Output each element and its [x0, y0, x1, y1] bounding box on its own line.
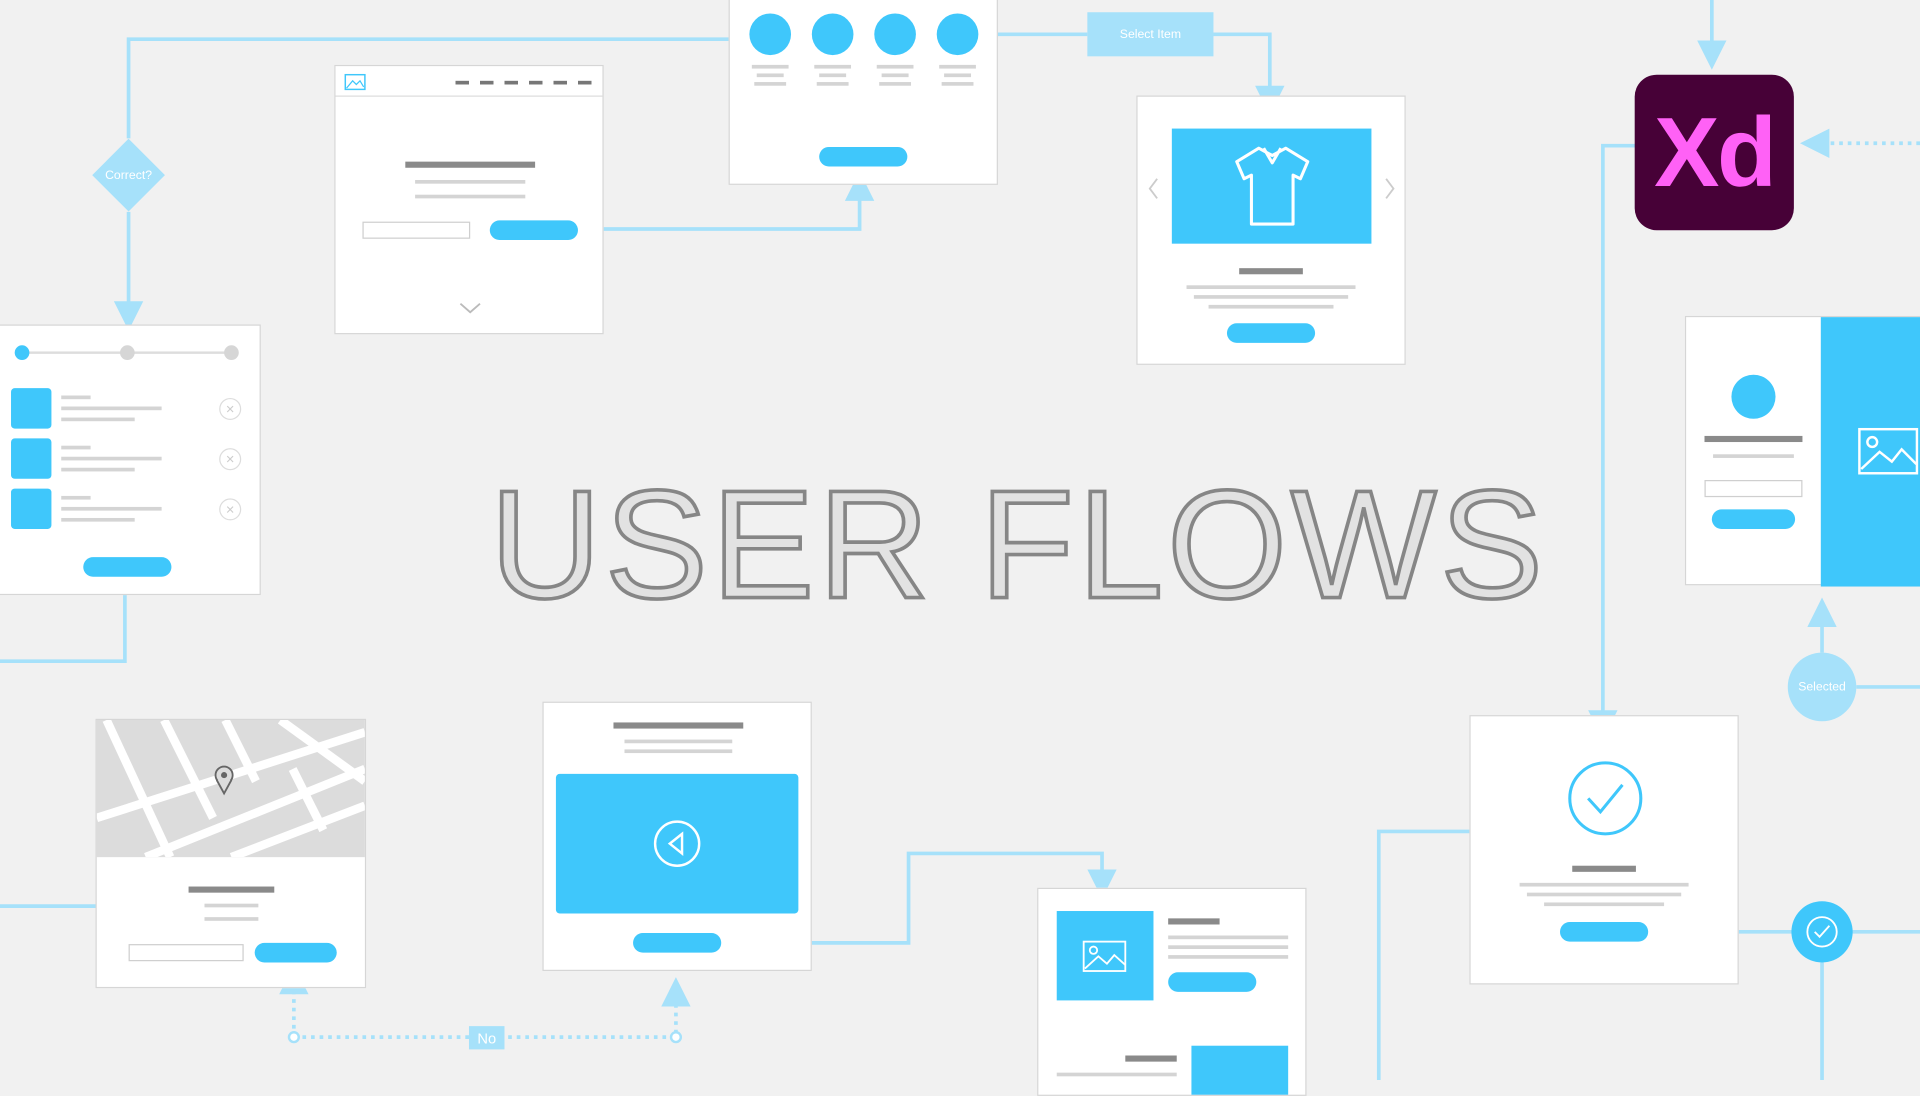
adobe-xd-logo: Xd — [1634, 74, 1794, 231]
play-back-icon[interactable] — [653, 819, 702, 868]
chevron-down-icon[interactable] — [459, 302, 481, 314]
read-more-button[interactable] — [1168, 972, 1257, 992]
banner-image — [1820, 317, 1920, 587]
landing-screen — [334, 64, 604, 335]
article-image — [1056, 911, 1154, 1001]
step-indicator-active — [14, 345, 30, 361]
address-field[interactable] — [128, 944, 244, 962]
done-button[interactable] — [1560, 922, 1649, 942]
connector — [126, 37, 736, 139]
video-screen — [542, 701, 812, 972]
content-list-screen — [1037, 887, 1307, 1096]
selected-state: Selected — [1787, 652, 1857, 722]
checkmark-circle-icon — [1568, 761, 1643, 836]
video-player[interactable] — [555, 773, 799, 914]
check-node — [1791, 901, 1853, 963]
step-indicator — [224, 345, 239, 361]
map-pin-icon — [214, 765, 234, 796]
login-button[interactable] — [1711, 509, 1796, 529]
connector — [704, 851, 1117, 945]
image-icon — [1082, 940, 1127, 972]
category-circle[interactable] — [811, 13, 854, 56]
avatar — [1731, 374, 1776, 419]
category-circle[interactable] — [874, 13, 916, 56]
remove-item-icon[interactable]: × — [219, 448, 242, 471]
connector — [0, 565, 127, 664]
page-title: USER FLOWS — [488, 456, 1547, 632]
connector — [293, 977, 691, 1039]
shirt-icon — [11, 438, 52, 479]
add-to-cart-button[interactable] — [1226, 323, 1316, 343]
product-screen — [1136, 95, 1406, 365]
connector — [563, 171, 875, 231]
connector — [1376, 816, 1530, 1081]
article-image — [1191, 1045, 1289, 1095]
category-screen — [728, 0, 998, 185]
image-icon — [1858, 427, 1919, 475]
shirt-icon — [11, 488, 52, 529]
shirt-icon — [11, 388, 52, 429]
shirt-icon — [1235, 146, 1310, 226]
product-image — [1171, 128, 1372, 244]
login-field[interactable] — [1704, 480, 1803, 498]
nav-menu[interactable] — [455, 80, 597, 85]
checkmark-circle-icon — [1806, 916, 1838, 948]
confirmation-screen — [1469, 715, 1739, 985]
step-indicator — [120, 345, 135, 361]
remove-item-icon[interactable]: × — [219, 397, 242, 421]
image-icon — [344, 73, 366, 91]
category-circle[interactable] — [936, 13, 979, 56]
confirm-location-button[interactable] — [254, 942, 337, 963]
email-field[interactable] — [362, 221, 471, 239]
map[interactable] — [96, 720, 365, 858]
select-item-label: Select Item — [1087, 12, 1214, 57]
connector — [1588, 143, 1654, 740]
category-circle[interactable] — [749, 13, 792, 56]
next-arrow-icon[interactable] — [1384, 178, 1396, 200]
no-branch-label: No — [468, 1026, 505, 1050]
cart-screen: × × × — [0, 324, 261, 596]
continue-button[interactable] — [819, 146, 908, 167]
watch-button[interactable] — [633, 933, 722, 953]
remove-item-icon[interactable]: × — [219, 498, 242, 521]
previous-arrow-icon[interactable] — [1147, 178, 1159, 200]
checkout-button[interactable] — [83, 557, 172, 577]
location-screen — [95, 718, 367, 989]
decision-label: Correct? — [105, 168, 153, 182]
profile-screen — [1684, 315, 1920, 587]
submit-button[interactable] — [489, 220, 578, 241]
